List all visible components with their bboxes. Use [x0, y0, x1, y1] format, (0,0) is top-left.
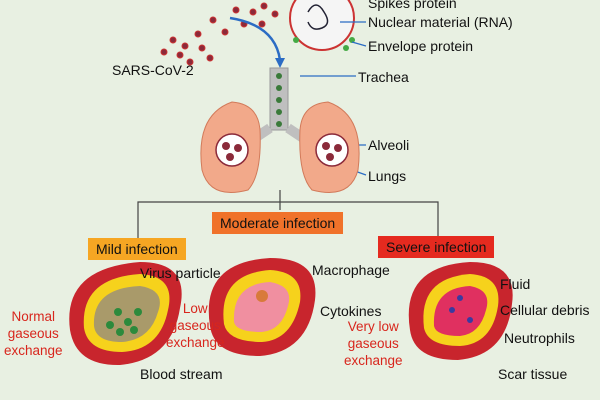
neutrophils-label: Neutrophils [504, 330, 575, 346]
fluid-label: Fluid [500, 276, 531, 292]
virus-particle-label: Virus particle [140, 265, 221, 281]
severe-exchange-label: Very low gaseous exchange [344, 319, 403, 368]
envelope-protein-label: Envelope protein [368, 38, 474, 54]
trachea-label: Trachea [358, 69, 409, 85]
severe-infection-badge: Severe infection [378, 236, 495, 258]
inhalation-arrow [229, 16, 282, 61]
moderate-exchange-label: Low gaseous exchange [166, 301, 225, 350]
virus-zoom [289, 0, 355, 51]
moderate-alveolus [208, 258, 316, 356]
cytokines-label: Cytokines [320, 303, 382, 319]
mild-infection-badge: Mild infection [88, 238, 186, 260]
mild-exchange-label: Normal gaseous exchange [4, 309, 63, 358]
cellular-debris-label: Cellular debris [500, 302, 590, 318]
scar-tissue-label: Scar tissue [498, 366, 568, 382]
macrophage-label: Macrophage [312, 262, 390, 278]
virus-cluster [160, 2, 279, 66]
lungs-label: Lungs [368, 168, 407, 184]
mild-alveolus [69, 262, 182, 366]
nuclear-material-label: Nuclear material (RNA) [368, 14, 513, 30]
blood-stream-label: Blood stream [140, 366, 223, 382]
severe-alveolus [408, 262, 513, 360]
spikes-protein-label: Spikes protein [368, 0, 457, 11]
moderate-infection-badge: Moderate infection [212, 212, 344, 234]
virus-name-label: SARS-CoV-2 [112, 62, 194, 78]
alveoli-label: Alveoli [368, 137, 410, 153]
stage-bracket [137, 190, 439, 240]
